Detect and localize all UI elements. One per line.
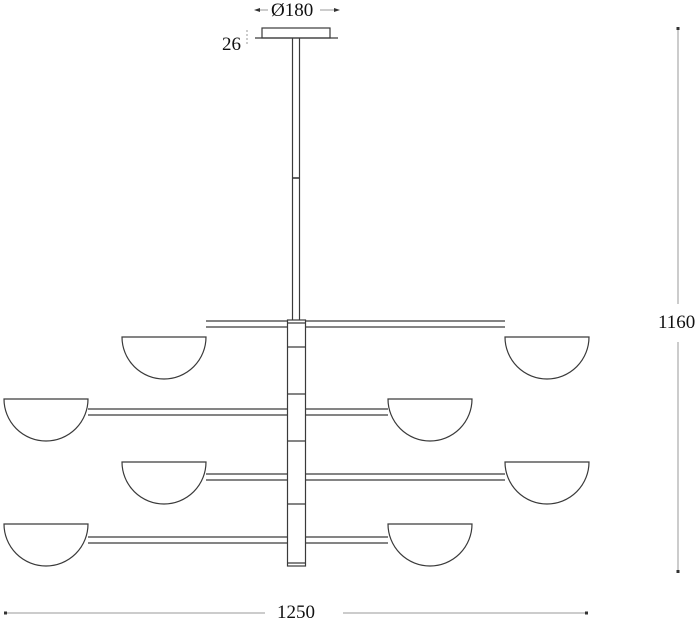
suspension-rod [291,38,301,320]
shade-1-right [504,336,590,380]
canopy-diameter-label: Ø180 [271,0,314,21]
arm-level-3 [206,473,505,481]
shade-3-left [121,461,207,505]
arm-level-1 [206,320,505,328]
total-width-label: 1250 [277,602,315,623]
arm-level-4 [88,536,388,544]
canopy-height-label: 26 [222,34,241,55]
shade-3-right [504,461,590,505]
shade-4-right [387,523,473,567]
shade-2-left [3,398,89,442]
shade-4-left [3,523,89,567]
central-column [286,319,307,567]
canopy [255,27,338,39]
shade-1-left [121,336,207,380]
shade-2-right [387,398,473,442]
total-height-label: 1160 [658,312,696,333]
arm-level-2 [88,408,388,416]
